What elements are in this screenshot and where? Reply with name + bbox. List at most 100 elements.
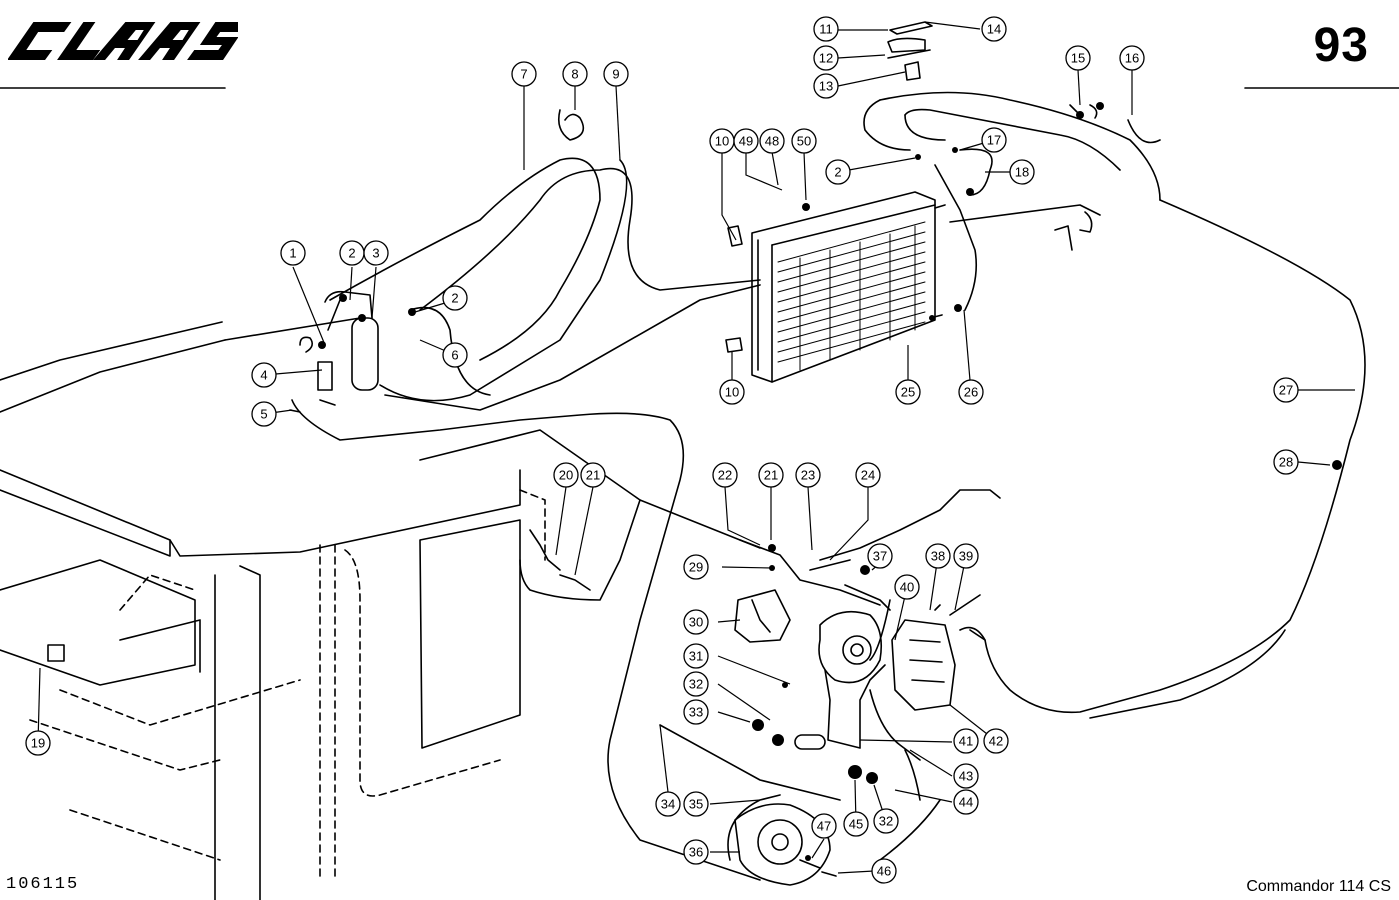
callout-label: 46 bbox=[877, 864, 891, 879]
callout-circle bbox=[981, 16, 1007, 42]
callout-39: 39 bbox=[953, 543, 979, 569]
lower-lines bbox=[419, 429, 1001, 801]
callout-label: 22 bbox=[718, 468, 732, 483]
callout-label: 33 bbox=[689, 705, 703, 720]
callout-36: 36 bbox=[683, 839, 709, 865]
callout-41: 41 bbox=[953, 728, 979, 754]
callout-label: 2 bbox=[348, 246, 355, 261]
callout-circle bbox=[981, 127, 1007, 153]
callout-circle bbox=[712, 462, 738, 488]
callout-circle bbox=[953, 789, 979, 815]
callout-label: 31 bbox=[689, 649, 703, 664]
callout-circle bbox=[1273, 377, 1299, 403]
callout-label: 11 bbox=[819, 22, 833, 37]
callout-label: 44 bbox=[959, 795, 973, 810]
callout-label: 45 bbox=[849, 817, 863, 832]
callout-10: 10 bbox=[709, 128, 735, 154]
cab-outline bbox=[0, 321, 521, 900]
callout-circle bbox=[1273, 449, 1299, 475]
callout-25: 25 bbox=[895, 379, 921, 405]
page-number: 93 bbox=[1313, 19, 1369, 72]
callout-21: 21 bbox=[758, 462, 784, 488]
callout-10: 10 bbox=[719, 379, 745, 405]
cab-hidden-lines bbox=[29, 489, 546, 881]
callout-circle bbox=[825, 159, 851, 185]
callout-label: 32 bbox=[879, 814, 893, 829]
callout-19: 19 bbox=[25, 730, 51, 756]
callout-label: 16 bbox=[1125, 51, 1139, 66]
compressor-assembly bbox=[734, 584, 986, 861]
callout-label: 18 bbox=[1015, 165, 1029, 180]
callout-circle bbox=[683, 671, 709, 697]
callout-6: 6 bbox=[442, 342, 468, 368]
callout-16: 16 bbox=[1119, 45, 1145, 71]
callout-11: 11 bbox=[813, 16, 839, 42]
callout-7: 7 bbox=[511, 61, 537, 87]
callout-21: 21 bbox=[580, 462, 606, 488]
callout-26: 26 bbox=[958, 379, 984, 405]
callout-circle bbox=[251, 362, 277, 388]
callout-42: 42 bbox=[983, 728, 1009, 754]
callout-label: 43 bbox=[959, 769, 973, 784]
callout-label: 48 bbox=[765, 134, 779, 149]
callout-circle bbox=[953, 728, 979, 754]
callout-46: 46 bbox=[871, 858, 897, 884]
callout-23: 23 bbox=[795, 462, 821, 488]
callout-circle bbox=[843, 811, 869, 837]
hose-7-and-9 bbox=[329, 109, 761, 361]
callout-label: 50 bbox=[797, 134, 811, 149]
callout-circle bbox=[758, 462, 784, 488]
receiver-drier-assembly bbox=[224, 159, 761, 881]
callout-circle bbox=[795, 462, 821, 488]
callout-circle bbox=[791, 128, 817, 154]
callout-label: 38 bbox=[931, 549, 945, 564]
callout-label: 13 bbox=[819, 79, 833, 94]
callout-22: 22 bbox=[712, 462, 738, 488]
callout-circle bbox=[580, 462, 606, 488]
callout-label: 47 bbox=[817, 819, 831, 834]
callout-label: 10 bbox=[715, 134, 729, 149]
callout-label: 24 bbox=[861, 468, 875, 483]
callout-4: 4 bbox=[251, 362, 277, 388]
callout-label: 17 bbox=[987, 133, 1001, 148]
callout-circle bbox=[873, 808, 899, 834]
callout-15: 15 bbox=[1065, 45, 1091, 71]
callout-label: 20 bbox=[559, 468, 573, 483]
callout-44: 44 bbox=[953, 789, 979, 815]
callout-circle bbox=[442, 342, 468, 368]
callout-32: 32 bbox=[873, 808, 899, 834]
callout-label: 4 bbox=[260, 368, 267, 383]
callout-50: 50 bbox=[791, 128, 817, 154]
callout-37: 37 bbox=[867, 543, 893, 569]
callout-2: 2 bbox=[825, 159, 851, 185]
callout-12: 12 bbox=[813, 45, 839, 71]
callout-8: 8 bbox=[562, 61, 588, 87]
callout-label: 12 bbox=[819, 51, 833, 66]
callout-circle bbox=[867, 543, 893, 569]
callout-label: 2 bbox=[834, 165, 841, 180]
callout-32: 32 bbox=[683, 671, 709, 697]
callout-33: 33 bbox=[683, 699, 709, 725]
callout-circle bbox=[251, 401, 277, 427]
model-name: Commandor 114 CS bbox=[1246, 878, 1391, 895]
condenser bbox=[725, 191, 946, 383]
callout-circle bbox=[1009, 159, 1035, 185]
callout-28: 28 bbox=[1273, 449, 1299, 475]
callout-17: 17 bbox=[981, 127, 1007, 153]
callout-circle bbox=[603, 61, 629, 87]
callout-label: 2 bbox=[451, 291, 458, 306]
callout-label: 3 bbox=[372, 246, 379, 261]
callout-label: 42 bbox=[989, 734, 1003, 749]
callout-label: 27 bbox=[1279, 383, 1293, 398]
callout-circle bbox=[511, 61, 537, 87]
callout-circle bbox=[655, 791, 681, 817]
callout-43: 43 bbox=[953, 763, 979, 789]
callout-24: 24 bbox=[855, 462, 881, 488]
callout-label: 21 bbox=[586, 468, 600, 483]
callout-label: 30 bbox=[689, 615, 703, 630]
callout-circle bbox=[894, 574, 920, 600]
belt-and-pulley bbox=[727, 794, 837, 886]
